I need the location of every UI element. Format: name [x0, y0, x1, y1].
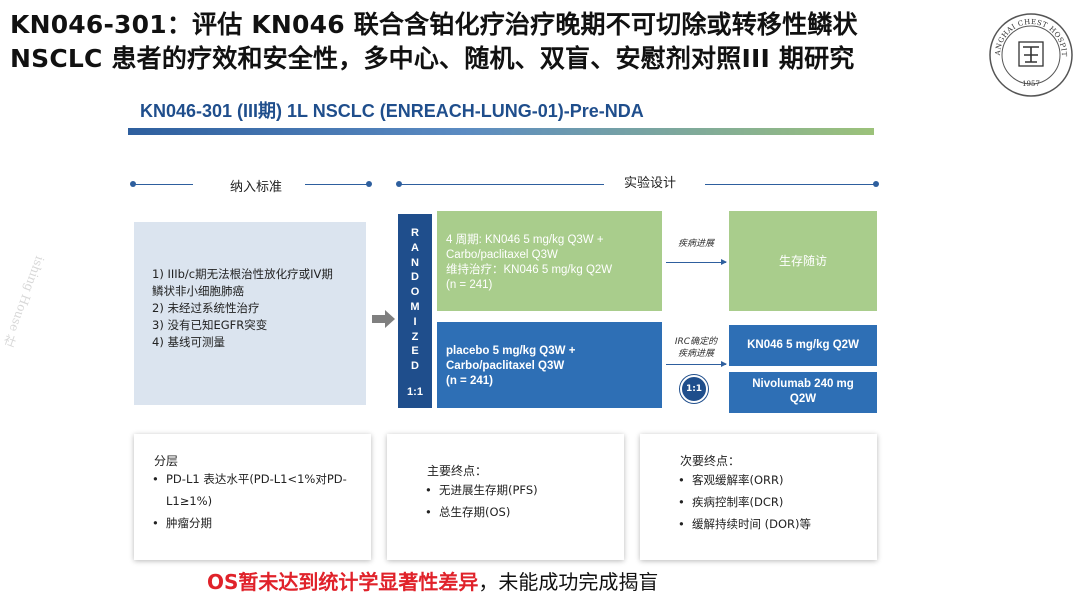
list-item: 总生存期(OS)	[421, 501, 616, 523]
seal-year: 1957	[1022, 80, 1040, 88]
arm-line: 4 周期: KN046 5 mg/kg Q3W +	[446, 234, 604, 246]
slide-heading: KN046-301 (III期) 1L NSCLC (ENREACH-LUNG-…	[140, 101, 644, 121]
slide-title: KN046-301：评估 KN046 联合含铂化疗治疗晚期不可切除或转移性鳞状 …	[10, 8, 970, 76]
nivolumab-line: Q2W	[789, 393, 817, 405]
section-dot	[873, 181, 879, 187]
criteria-line: 4) 基线可测量	[152, 335, 225, 349]
list-item: 疾病控制率(DCR)	[674, 491, 869, 513]
crossover-ratio-badge: 1:1	[680, 375, 708, 403]
kn046-crossover-box: KN046 5 mg/kg Q2W	[729, 325, 877, 366]
experimental-arm-box: 4 周期: KN046 5 mg/kg Q3W + Carbo/paclitax…	[437, 211, 662, 311]
section-dot	[366, 181, 372, 187]
randomized-letter: O	[410, 286, 420, 299]
randomized-letter: M	[410, 300, 420, 313]
control-arm-box: placebo 5 mg/kg Q3W + Carbo/paclitaxel Q…	[437, 322, 662, 408]
criteria-line: 鳞状非小细胞肺癌	[152, 284, 244, 298]
section-line	[705, 184, 875, 185]
conclusion-highlight: OS暂未达到统计学显著性差异	[207, 570, 479, 594]
stratification-card: 分层 PD-L1 表达水平(PD-L1<1%对PD-L1≥1%) 肿瘤分期	[134, 434, 371, 560]
list-item: 缓解持续时间 (DOR)等	[674, 513, 869, 535]
randomized-letter: R	[411, 227, 419, 239]
primary-endpoints-list: 无进展生存期(PFS) 总生存期(OS)	[421, 479, 616, 523]
title-line-1: KN046-301：评估 KN046 联合含铂化疗治疗晚期不可切除或转移性鳞状	[10, 10, 858, 39]
inclusion-criteria-box: 1) IIIb/c期无法根治性放化疗或IV期 鳞状非小细胞肺癌 2) 未经过系统…	[134, 222, 366, 405]
randomized-letter: A	[411, 241, 419, 254]
flow-arrow-head	[385, 310, 395, 328]
nivolumab-crossover-box: Nivolumab 240 mg Q2W	[729, 372, 877, 413]
criteria-line: 3) 没有已知EGFR突变	[152, 318, 268, 332]
arm-line: 维持治疗：KN046 5 mg/kg Q2W	[446, 264, 613, 276]
arm-line: Carbo/paclitaxel Q3W	[446, 360, 565, 372]
progression-label: 疾病进展	[677, 239, 714, 249]
randomized-letter: Z	[411, 330, 419, 343]
list-item: 无进展生存期(PFS)	[421, 479, 616, 501]
secondary-endpoints-card: 次要终点： 客观缓解率(ORR) 疾病控制率(DCR) 缓解持续时间 (DOR)…	[640, 434, 877, 560]
secondary-endpoints-list: 客观缓解率(ORR) 疾病控制率(DCR) 缓解持续时间 (DOR)等	[674, 469, 869, 535]
inclusion-section-label: 纳入标准	[230, 180, 283, 195]
stratification-list: PD-L1 表达水平(PD-L1<1%对PD-L1≥1%) 肿瘤分期	[148, 468, 363, 534]
heading-underline	[128, 128, 874, 135]
progression-arrow	[666, 259, 727, 265]
title-line-2: NSCLC 患者的疗效和安全性，多中心、随机、双盲、安慰剂对照III 期研究	[10, 44, 855, 73]
criteria-line: 2) 未经过系统性治疗	[152, 301, 260, 315]
randomized-letter: N	[411, 256, 419, 269]
primary-endpoints-heading: 主要终点：	[427, 464, 488, 478]
arm-line: (n = 241)	[446, 375, 493, 387]
conclusion-caption: OS暂未达到统计学显著性差异，未能成功完成揭盲	[207, 568, 658, 596]
arm-line: Carbo/paclitaxel Q3W	[446, 249, 558, 261]
section-line	[133, 184, 193, 185]
irc-label-line: IRC确定的	[674, 337, 718, 347]
hospital-seal-icon: SHANGHAI CHEST HOSPITAL 1957	[988, 12, 1073, 97]
section-line	[399, 184, 604, 185]
flow-arrow	[372, 315, 386, 323]
section-line	[305, 184, 368, 185]
randomization-ratio: 1:1	[407, 386, 423, 398]
irc-label-line: 疾病进展	[677, 349, 714, 359]
stratification-heading: 分层	[154, 454, 179, 468]
arm-line: (n = 241)	[446, 279, 493, 291]
randomized-bar: R A N D O M I Z E D 1:1	[398, 214, 432, 408]
primary-endpoints-card: 主要终点： 无进展生存期(PFS) 总生存期(OS)	[387, 434, 624, 560]
randomized-letter: D	[411, 271, 419, 284]
secondary-endpoints-heading: 次要终点：	[680, 454, 741, 468]
list-item: 肿瘤分期	[148, 512, 363, 534]
randomized-letter: I	[413, 315, 417, 328]
irc-progression-label: IRC确定的 疾病进展	[668, 336, 724, 360]
list-item: 客观缓解率(ORR)	[674, 469, 869, 491]
survival-followup-box: 生存随访	[729, 211, 877, 311]
conclusion-rest: ，未能成功完成揭盲	[478, 570, 659, 594]
nivolumab-line: Nivolumab 240 mg	[752, 378, 854, 390]
randomized-letter: D	[411, 360, 419, 373]
criteria-line: 1) IIIb/c期无法根治性放化疗或IV期	[152, 267, 333, 281]
irc-progression-arrow	[666, 361, 727, 367]
randomized-letter: E	[411, 345, 419, 358]
arm-line: placebo 5 mg/kg Q3W +	[446, 345, 576, 357]
design-section-label: 实验设计	[624, 176, 677, 191]
publisher-watermark: ishing House 社	[1, 254, 47, 349]
list-item: PD-L1 表达水平(PD-L1<1%对PD-L1≥1%)	[148, 468, 363, 512]
